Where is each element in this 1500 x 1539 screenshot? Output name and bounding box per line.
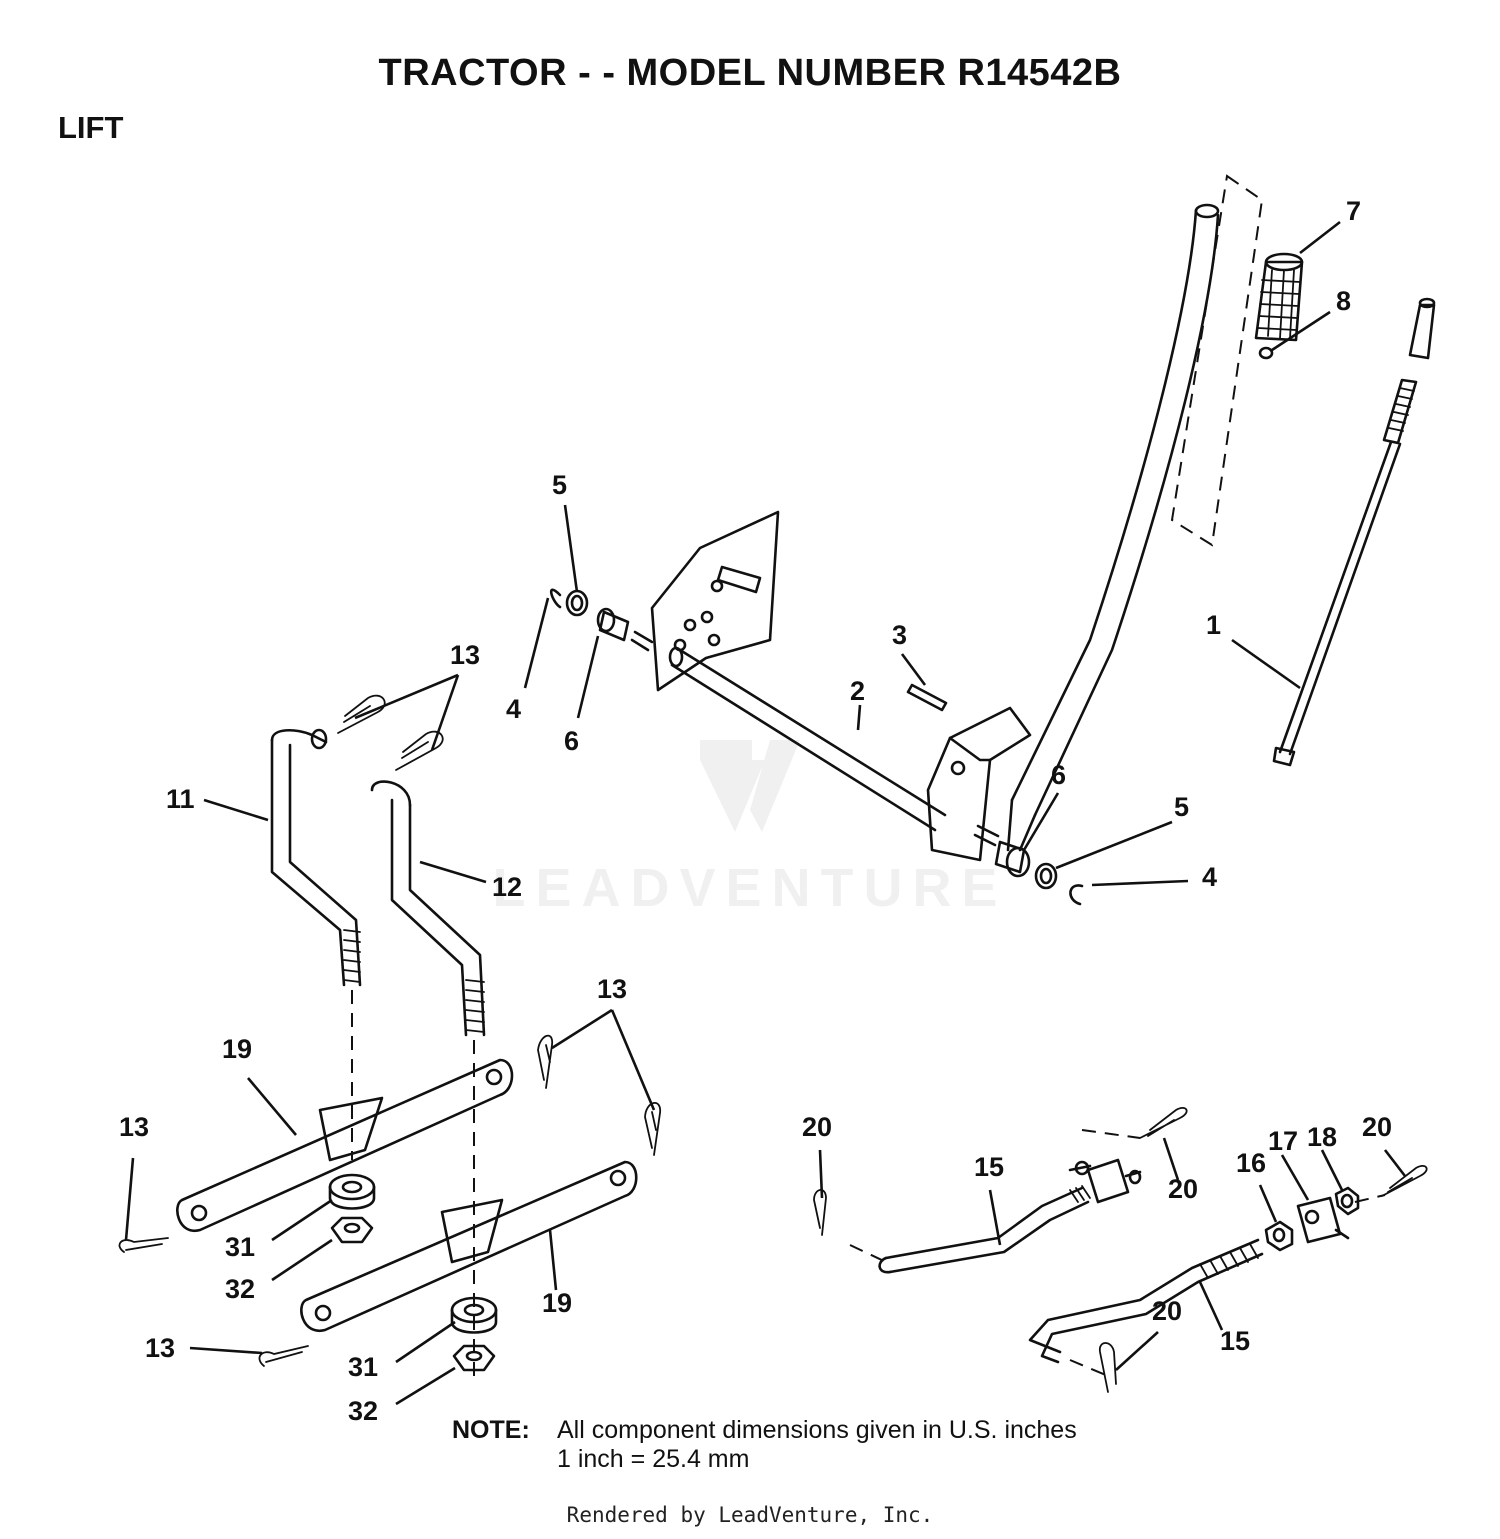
callout-31-upper: 31 (225, 1232, 255, 1262)
connection-dash-d (1354, 1194, 1386, 1203)
callout-13-mid: 13 (597, 974, 627, 1004)
callout-12: 12 (492, 872, 522, 902)
grip-part (1254, 252, 1304, 342)
callout-20-right: 20 (1362, 1112, 1392, 1142)
pin-part (1258, 346, 1274, 360)
callout-20-mid: 20 (1168, 1174, 1198, 1204)
connection-dash-a (849, 1244, 887, 1263)
note-label: NOTE: (452, 1416, 530, 1444)
dimension-note: NOTE: All component dimensions given in U… (452, 1416, 1077, 1474)
callout-31-lower: 31 (348, 1352, 378, 1382)
watermark-logo-icon (700, 740, 800, 832)
right-bushing-hardware (994, 840, 1084, 906)
pivot-bracket-part (926, 706, 1032, 862)
page-title: TRACTOR - - MODEL NUMBER R14542B (378, 52, 1122, 94)
callout-15-upper: 15 (974, 1152, 1004, 1182)
callout-6-lower: 6 (1051, 760, 1066, 790)
mounting-plate-part (650, 510, 780, 692)
lift-arm-upper-part (176, 1058, 514, 1233)
callout-19-upper: 19 (222, 1034, 252, 1064)
spacer-nut-upper-hardware (328, 1173, 376, 1244)
callout-32-lower: 32 (348, 1396, 378, 1426)
section-title: LIFT (58, 110, 124, 145)
lift-link-11-part (270, 728, 362, 987)
handle-extension-dashed (1170, 174, 1264, 547)
callout-18: 18 (1307, 1122, 1337, 1152)
callout-2: 2 (850, 676, 865, 706)
adjust-rod-upper-part (878, 1158, 1142, 1274)
callout-20-left: 20 (802, 1112, 832, 1142)
callout-3: 3 (892, 620, 907, 650)
note-line-1: All component dimensions given in U.S. i… (557, 1416, 1077, 1444)
watermark: LEADVENTURE (492, 740, 1007, 918)
callout-15-lower: 15 (1220, 1326, 1250, 1356)
adjust-hardware-16-17-18 (1264, 1186, 1360, 1252)
callout-17: 17 (1268, 1126, 1298, 1156)
connection-dash-c (1069, 1359, 1109, 1377)
lift-shaft-part (630, 630, 947, 832)
callout-5-lower: 5 (1174, 792, 1189, 822)
adjust-rod-lower-part (1028, 1238, 1264, 1364)
callout-1: 1 (1206, 610, 1221, 640)
callout-13-top: 13 (450, 640, 480, 670)
lift-handle-part (1006, 203, 1220, 852)
connection-dash-b (1081, 1129, 1141, 1139)
callout-7: 7 (1346, 196, 1361, 226)
leader-lines (124, 220, 1407, 1406)
callout-4-upper: 4 (506, 694, 521, 724)
footer-credit: Rendered by LeadVenture, Inc. (566, 1503, 934, 1527)
lift-arm-lower-part (300, 1160, 638, 1333)
callout-13-bottom: 13 (145, 1333, 175, 1363)
callout-4-lower: 4 (1202, 862, 1217, 892)
spacer-nut-lower-hardware (450, 1296, 498, 1372)
callout-13-left: 13 (119, 1112, 149, 1142)
callout-20-bottom: 20 (1152, 1296, 1182, 1326)
callout-5-upper: 5 (552, 470, 567, 500)
lift-rod-part (1272, 297, 1436, 767)
callout-32-upper: 32 (225, 1274, 255, 1304)
watermark-text: LEADVENTURE (492, 858, 1007, 918)
key-part (906, 683, 948, 712)
note-line-2: 1 inch = 25.4 mm (557, 1445, 750, 1473)
callout-8: 8 (1336, 286, 1351, 316)
callout-11: 11 (166, 784, 195, 814)
hairpin-clips-20 (813, 1106, 1428, 1393)
callout-16: 16 (1236, 1148, 1266, 1178)
callout-6-upper: 6 (564, 726, 579, 756)
lift-link-12-part (370, 780, 486, 1037)
callout-19-lower: 19 (542, 1288, 572, 1318)
left-bushing-hardware (549, 588, 630, 642)
callout-labels: 7 8 1 3 2 5 4 6 6 5 4 13 11 12 13 19 13 … (119, 196, 1392, 1426)
